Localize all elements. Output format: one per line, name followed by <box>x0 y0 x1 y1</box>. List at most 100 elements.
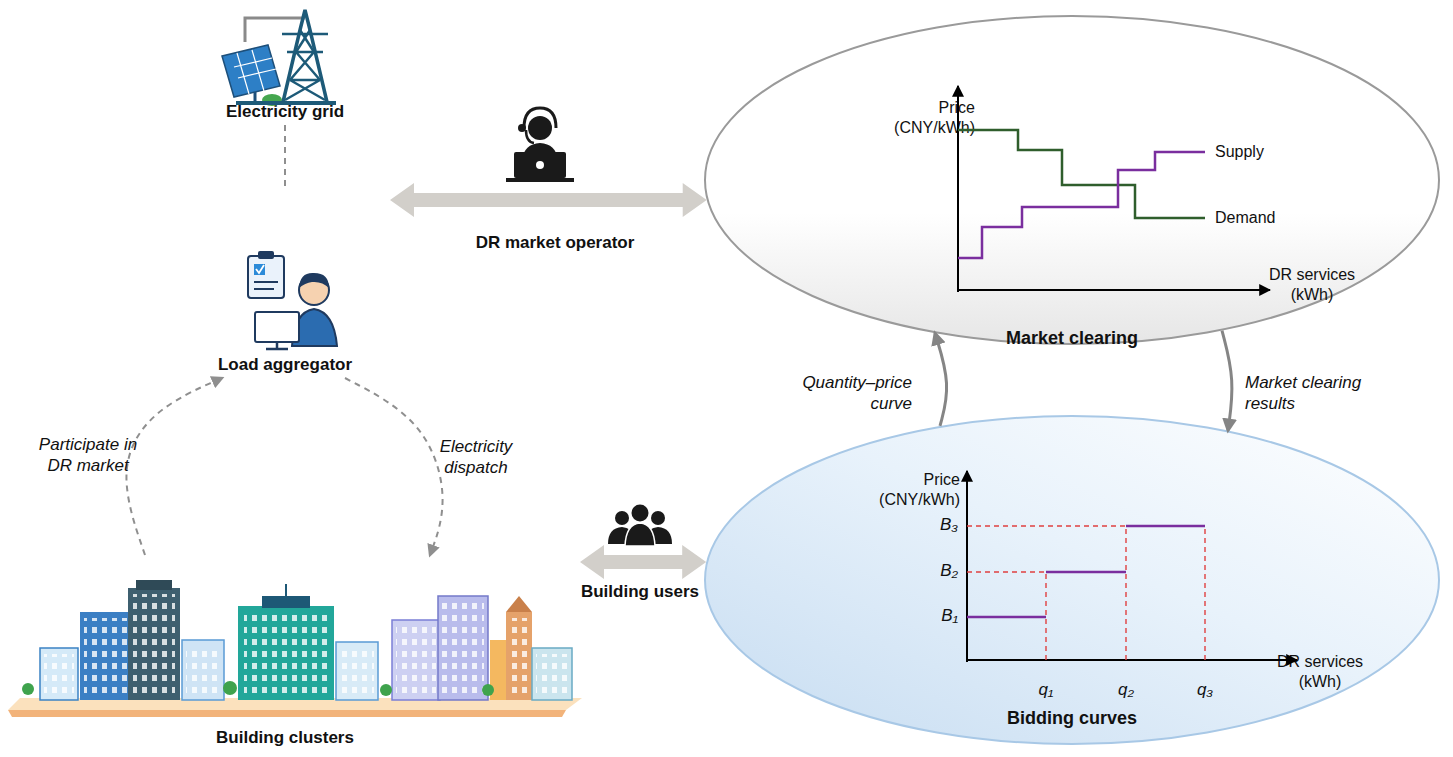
flow-arrow <box>1222 331 1232 431</box>
ground-edge <box>8 710 566 717</box>
building <box>490 640 508 700</box>
node-title: Electricity grid <box>195 102 375 123</box>
building-windows <box>44 654 74 694</box>
user-head <box>615 511 629 525</box>
node-text: Price (CNY/kWh) <box>875 98 975 137</box>
demand-curve <box>958 130 1205 218</box>
building-users-icon <box>608 505 672 547</box>
wire <box>245 18 305 42</box>
building-cluster-illustration <box>8 580 582 717</box>
user-head <box>651 511 665 525</box>
laptop <box>514 152 566 178</box>
y-axis <box>957 86 959 292</box>
edge-label: Participate in DR market <box>30 435 146 476</box>
node-text: B₂ <box>922 561 958 582</box>
building-windows <box>133 594 175 694</box>
x-axis <box>966 659 1297 661</box>
load-aggregator-icon <box>248 251 337 349</box>
monitor-stand <box>266 342 288 349</box>
node-text: q₃ <box>1186 680 1224 701</box>
bid-steps <box>967 526 1205 617</box>
solar-panel-grid <box>234 50 276 94</box>
node-text: DR services (kWh) <box>1262 265 1362 304</box>
block-double-arrow <box>580 545 706 579</box>
node-text: DR services (kWh) <box>1270 652 1370 691</box>
building <box>392 620 440 700</box>
node-text: q₁ <box>1027 680 1065 701</box>
bush <box>262 94 282 106</box>
edge-label: Market clearing results <box>1245 373 1380 414</box>
building-windows <box>186 646 220 694</box>
tower-lattice <box>282 30 328 100</box>
block-double-arrow <box>390 183 707 217</box>
building-windows <box>396 626 436 694</box>
clipboard-clip <box>258 251 274 259</box>
user-body <box>608 527 634 544</box>
clipboard <box>248 256 284 298</box>
bidding-curves-ellipse: Price (CNY/kWh)B₃B₂B₁q₁q₂q₃DR services (… <box>704 415 1440 745</box>
building <box>40 648 78 700</box>
electricity-grid-icon <box>222 10 336 106</box>
node-text: Demand <box>1215 208 1295 228</box>
edge-label: Electricity dispatch <box>430 437 522 478</box>
supply-curve <box>958 152 1205 258</box>
headset-mic <box>526 130 534 143</box>
building <box>238 606 334 700</box>
tree <box>22 683 34 695</box>
building-roof <box>262 596 310 608</box>
building-windows <box>442 602 484 694</box>
market-operator-icon <box>506 108 574 182</box>
dashed-arrow <box>126 378 222 555</box>
tower-base <box>236 101 336 105</box>
dashed-link <box>284 125 286 190</box>
node-title: Building clusters <box>185 728 385 749</box>
building <box>438 596 488 700</box>
aggregator-node: Load aggregator <box>185 190 390 378</box>
bidding-curve-chart <box>966 471 1297 662</box>
building-roof <box>136 580 172 590</box>
antenna <box>285 584 287 596</box>
solar-stand <box>254 92 257 103</box>
building <box>128 588 180 700</box>
building <box>506 612 532 700</box>
building <box>532 648 572 700</box>
headset-ear <box>518 124 526 132</box>
person-hair <box>299 273 329 288</box>
check-mark <box>256 265 264 273</box>
building-cluster-node: Building clusters <box>10 555 580 750</box>
building-windows <box>509 618 529 694</box>
node-title: Bidding curves <box>947 708 1197 730</box>
building <box>182 640 224 700</box>
market-clearing-ellipse: Price (CNY/kWh)SupplyDemandDR services (… <box>704 15 1440 345</box>
node-title: Load aggregator <box>185 355 385 376</box>
ellipse-shape <box>705 416 1439 744</box>
person-body <box>292 309 337 346</box>
person-head <box>299 275 329 305</box>
building-spire <box>506 596 532 612</box>
laptop-logo <box>536 161 544 169</box>
edge-label: Quantity–price curve <box>782 373 912 414</box>
tree <box>380 684 392 696</box>
tower-legs <box>283 10 327 102</box>
headset <box>524 108 556 128</box>
building <box>336 642 378 700</box>
ellipse-shape <box>705 16 1439 344</box>
building-windows <box>244 614 328 694</box>
x-axis <box>957 289 1270 291</box>
node-text: B₁ <box>922 606 958 627</box>
node-text: q₂ <box>1107 680 1145 701</box>
monitor <box>255 312 299 342</box>
building-windows <box>84 618 132 694</box>
edge-label: DR market operator <box>455 233 655 254</box>
ellipse-outline <box>704 415 1440 745</box>
user-body <box>625 523 655 546</box>
tree <box>223 681 237 695</box>
checkbox <box>254 264 265 275</box>
user-head <box>632 505 649 522</box>
tree <box>482 684 494 696</box>
flow-arrow <box>935 333 947 426</box>
y-axis <box>966 471 968 662</box>
solar-panel <box>222 45 280 97</box>
clipboard-lines <box>254 282 278 289</box>
